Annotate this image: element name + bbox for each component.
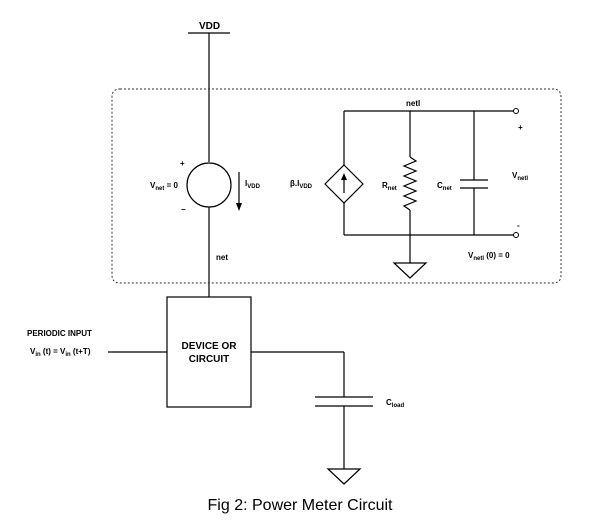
terminal-plus-sign: + <box>518 123 523 132</box>
sense-circuit <box>324 108 519 279</box>
svg-text:IVDD: IVDD <box>245 179 261 190</box>
device-label-line1: DEVICE OR <box>181 341 237 352</box>
ground-load-icon <box>326 468 362 485</box>
ground-icon <box>392 262 428 279</box>
net-label: net <box>216 253 228 262</box>
svg-text:Vnet = 0: Vnet = 0 <box>150 181 178 192</box>
svg-text:Cload: Cload <box>386 398 404 409</box>
svg-text:β.IVDD: β.IVDD <box>290 179 313 190</box>
source-plus-sign: + <box>180 159 185 168</box>
terminal-minus-sign: - <box>517 221 520 230</box>
svg-text:Vnetl (0) = 0: Vnetl (0) = 0 <box>468 251 510 262</box>
vdd-rail: VDD <box>188 21 230 34</box>
terminal-top-icon <box>513 108 519 114</box>
terminal-bottom-icon <box>513 232 519 238</box>
ivdd-current-arrow <box>236 172 242 211</box>
cload-label: Cload <box>386 398 404 409</box>
ivdd-label: IVDD <box>245 179 261 190</box>
vnetl-initial-label: Vnetl (0) = 0 <box>468 251 510 262</box>
voltage-source-icon <box>186 162 232 208</box>
dependent-current-source-icon <box>324 164 364 204</box>
vin-label: Vin (t) = Vin (t+T) <box>30 347 91 358</box>
device-box <box>166 296 252 408</box>
load-branch <box>251 351 373 485</box>
svg-text:Rnet: Rnet <box>382 181 397 192</box>
svg-text:Vnetl: Vnetl <box>512 171 528 182</box>
source-minus-sign: − <box>181 205 186 214</box>
beta-ivdd-label: β.IVDD <box>290 179 313 190</box>
cnet-label: Cnet <box>437 181 452 192</box>
device-label-line2: CIRCUIT <box>189 354 230 365</box>
svg-text:Cnet: Cnet <box>437 181 452 192</box>
vnetl-label: Vnetl <box>512 171 528 182</box>
rnet-label: Rnet <box>382 181 397 192</box>
vnet-label: Vnet = 0 <box>150 181 178 192</box>
figure-caption: Fig 2: Power Meter Circuit <box>208 497 393 514</box>
netl-label: netl <box>406 99 420 108</box>
periodic-input-label: PERIODIC INPUT <box>27 329 92 338</box>
svg-text:Vin (t) = Vin (t+T): Vin (t) = Vin (t+T) <box>30 347 91 358</box>
power-meter-boundary <box>111 88 562 284</box>
resistor-icon <box>402 156 418 211</box>
vdd-label: VDD <box>199 21 220 32</box>
